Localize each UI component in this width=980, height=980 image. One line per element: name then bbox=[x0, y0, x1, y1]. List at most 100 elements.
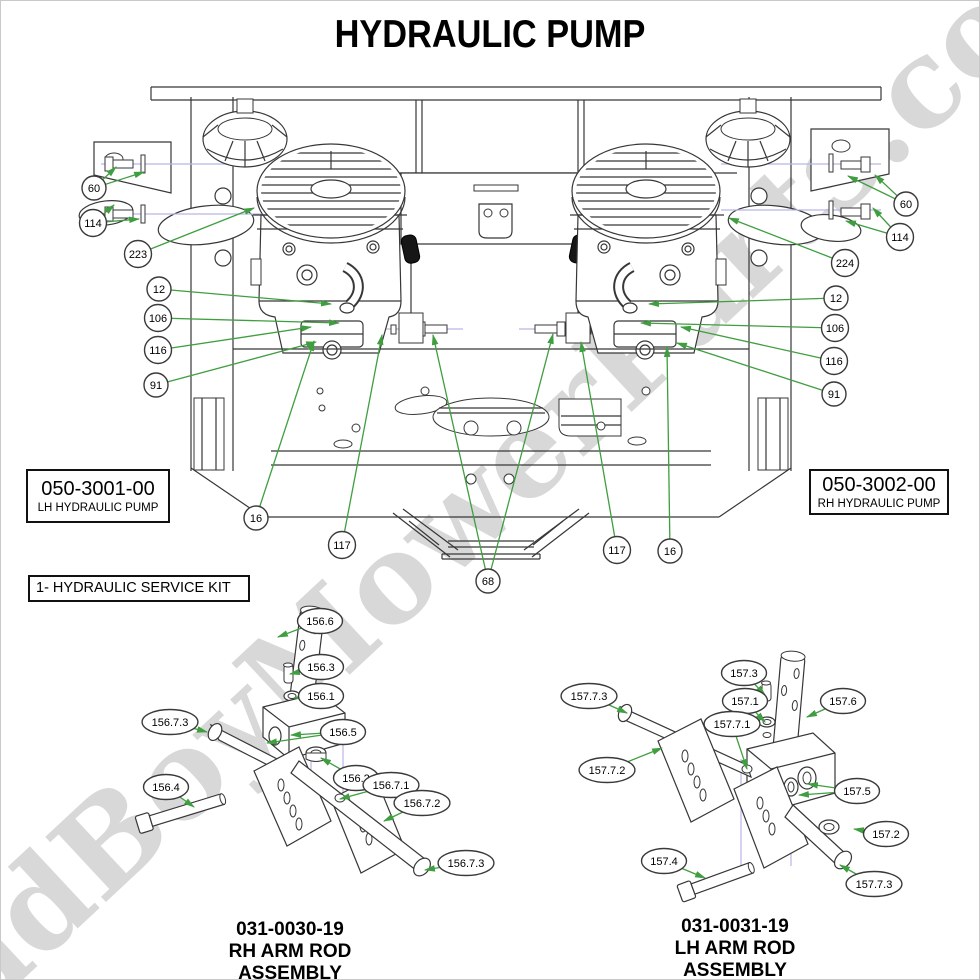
callout-68: 68 bbox=[475, 568, 501, 594]
callout-label: 60 bbox=[900, 199, 912, 211]
callout-12: 12 bbox=[146, 276, 172, 302]
callout-label: 91 bbox=[828, 389, 840, 401]
callout-label: 156.3 bbox=[307, 662, 335, 674]
callout-label: 60 bbox=[88, 183, 100, 195]
callout-157.2: 157.2 bbox=[862, 820, 910, 848]
rh-pump-part-number: 050-3002-00 bbox=[822, 473, 936, 496]
callout-label: 156.4 bbox=[152, 782, 180, 794]
chassis-drawing bbox=[78, 86, 890, 560]
callout-157.7.1: 157.7.1 bbox=[703, 710, 761, 738]
leader-line-116 bbox=[679, 325, 835, 362]
lh-pump-part-name: LH HYDRAULIC PUMP bbox=[37, 501, 159, 514]
callout-116: 116 bbox=[143, 335, 173, 365]
callout-label: 156.7.1 bbox=[373, 780, 410, 792]
leader-line-116 bbox=[157, 325, 313, 351]
mount-bolts bbox=[104, 153, 871, 224]
callout-224: 224 bbox=[830, 248, 860, 278]
callout-label: 12 bbox=[153, 284, 165, 296]
leader-line-223 bbox=[137, 207, 256, 255]
leader-line-117 bbox=[579, 340, 618, 551]
callout-157.7.3: 157.7.3 bbox=[845, 870, 903, 898]
leader-line-12 bbox=[158, 288, 333, 307]
callout-156.7.2: 156.7.2 bbox=[393, 789, 451, 817]
callout-156.6: 156.6 bbox=[296, 607, 344, 635]
leader-line-91 bbox=[155, 341, 318, 386]
callout-117: 117 bbox=[327, 530, 357, 560]
callout-label: 156.5 bbox=[329, 727, 357, 739]
callout-60: 60 bbox=[893, 191, 919, 217]
callout-label: 157.7.1 bbox=[714, 719, 751, 731]
callout-106: 106 bbox=[820, 313, 850, 343]
hitch-mount bbox=[392, 508, 590, 560]
callout-91: 91 bbox=[821, 381, 847, 407]
callout-label: 157.3 bbox=[730, 668, 758, 680]
leader-line-106 bbox=[639, 319, 836, 329]
callout-label: 114 bbox=[891, 232, 909, 244]
callout-60: 60 bbox=[81, 175, 107, 201]
callout-157.7.3: 157.7.3 bbox=[560, 682, 618, 710]
callout-label: 117 bbox=[608, 545, 626, 557]
callout-114: 114 bbox=[885, 222, 915, 252]
callout-156.4: 156.4 bbox=[142, 773, 190, 801]
callout-label: 68 bbox=[482, 576, 494, 588]
callout-label: 16 bbox=[664, 546, 676, 558]
callout-label: 224 bbox=[836, 258, 854, 270]
lh-assembly-name: LH ARM ROD ASSEMBLY bbox=[674, 938, 796, 980]
callout-label: 223 bbox=[129, 249, 147, 261]
callout-label: 117 bbox=[333, 540, 351, 552]
rh-pump-part-box: 050-3002-00 RH HYDRAULIC PUMP bbox=[809, 469, 949, 515]
page-title: HYDRAULIC PUMP bbox=[334, 13, 646, 56]
lh-pump-part-box: 050-3001-00 LH HYDRAULIC PUMP bbox=[26, 469, 170, 523]
callout-label: 157.7.3 bbox=[571, 691, 608, 703]
callout-label: 157.4 bbox=[650, 856, 678, 868]
callout-label: 116 bbox=[149, 345, 167, 357]
callout-label: 12 bbox=[830, 293, 842, 305]
callout-label: 106 bbox=[149, 313, 167, 325]
leader-line-16 bbox=[663, 345, 671, 552]
callout-157.1: 157.1 bbox=[721, 687, 769, 715]
rh-arm-rod-assembly-label: 031-0030-19 RH ARM ROD ASSEMBLY bbox=[180, 919, 400, 980]
callout-bubbles-layer: 6011422312106116916011422412106116911611… bbox=[78, 175, 919, 898]
callout-label: 16 bbox=[250, 513, 262, 525]
callout-116: 116 bbox=[819, 346, 849, 376]
leader-line-68 bbox=[431, 333, 489, 582]
lh-pump-part-number: 050-3001-00 bbox=[41, 477, 155, 500]
rh-pump-part-name: RH HYDRAULIC PUMP bbox=[817, 497, 941, 510]
callout-156.7.3: 156.7.3 bbox=[437, 849, 495, 877]
callout-label: 156.7.3 bbox=[152, 717, 189, 729]
callout-156.5: 156.5 bbox=[319, 718, 367, 746]
callout-117: 117 bbox=[602, 535, 632, 565]
callout-16: 16 bbox=[657, 538, 683, 564]
lh-arm-rod-assembly-label: 031-0031-19 LH ARM ROD ASSEMBLY bbox=[625, 916, 845, 980]
callout-label: 157.2 bbox=[872, 829, 900, 841]
callout-157.5: 157.5 bbox=[833, 777, 881, 805]
callout-114: 114 bbox=[78, 208, 108, 238]
callout-157.7.2: 157.7.2 bbox=[578, 756, 636, 784]
callout-label: 91 bbox=[150, 380, 162, 392]
callout-156.3: 156.3 bbox=[297, 653, 345, 681]
rh-assembly-number: 031-0030-19 bbox=[236, 919, 344, 940]
callout-157.4: 157.4 bbox=[640, 847, 688, 875]
callout-label: 156.7.2 bbox=[404, 798, 441, 810]
callout-156.7.1: 156.7.1 bbox=[362, 771, 420, 799]
callout-label: 156.6 bbox=[306, 616, 334, 628]
callout-label: 157.7.3 bbox=[856, 879, 893, 891]
leader-line-16 bbox=[255, 339, 315, 519]
lh-assembly-number: 031-0031-19 bbox=[681, 916, 789, 937]
lh-arm-rod-drawing bbox=[617, 650, 853, 903]
leader-line-68 bbox=[487, 332, 554, 582]
leader-line-224 bbox=[727, 217, 846, 264]
callout-223: 223 bbox=[123, 239, 153, 269]
hydraulic-service-kit-label: 1- HYDRAULIC SERVICE KIT bbox=[28, 575, 250, 602]
leader-line-106 bbox=[157, 317, 341, 327]
callout-157.3: 157.3 bbox=[720, 659, 768, 687]
deck-floor bbox=[190, 348, 792, 518]
leader-line-12 bbox=[647, 297, 837, 307]
leader-line-117 bbox=[341, 333, 384, 546]
rh-assembly-name: RH ARM ROD ASSEMBLY bbox=[228, 941, 352, 980]
callout-label: 114 bbox=[84, 218, 102, 230]
callout-156.1: 156.1 bbox=[297, 682, 345, 710]
callout-106: 106 bbox=[143, 303, 173, 333]
callout-label: 157.6 bbox=[829, 696, 857, 708]
